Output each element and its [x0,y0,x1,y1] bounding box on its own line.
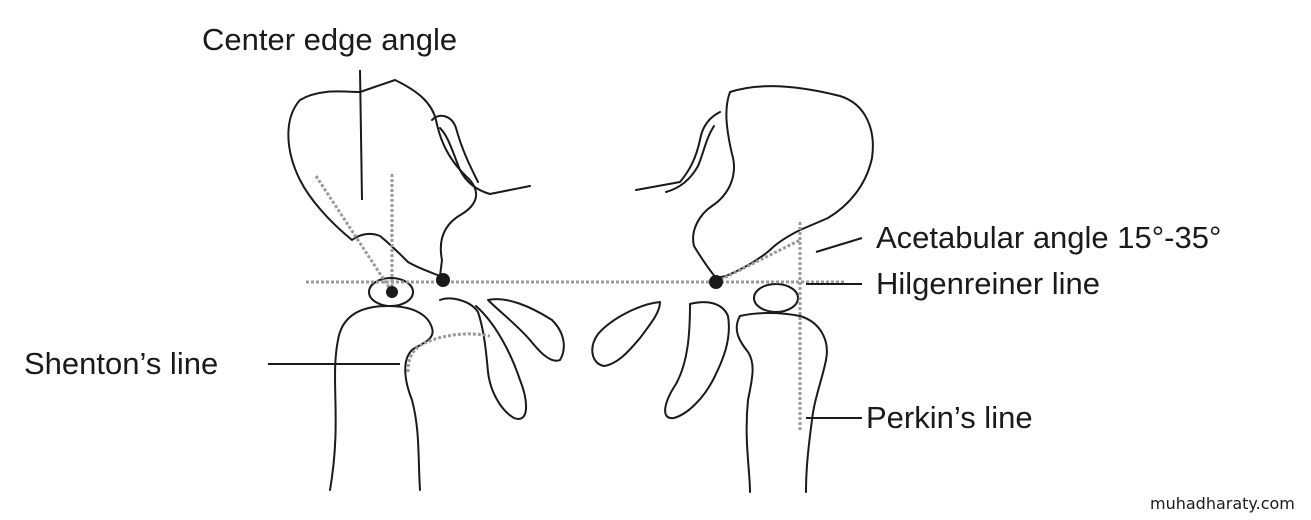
watermark: muhadharaty.com [1150,494,1295,513]
right-femoral-head [753,283,799,313]
acetabular-angle-label: Acetabular angle 15°-35° [876,220,1222,255]
left-femoral-head [368,277,414,307]
left-femoral-center-dot [386,286,398,298]
right-sacral-edge-inner [665,125,715,193]
hilgenreiner-line-label: Hilgenreiner line [876,266,1101,301]
right-ischium [664,301,730,420]
center-edge-oblique-guide [314,175,394,293]
left-sacral-edge-inner [439,127,531,195]
perkins-line-label: Perkin’s line [866,400,1033,435]
left-sacral-edge [431,114,479,183]
right-sacral-edge [635,111,721,191]
acetabular-angle-guide [715,238,801,284]
left-obturator [487,298,565,362]
right-triradiate-dot [709,275,723,289]
shentons-line-label: Shenton’s line [24,346,219,381]
left-triradiate-dot [436,273,450,287]
center-edge-leader [359,69,363,201]
right-femur [735,312,828,493]
acetabular-leader [815,237,863,253]
right-ilium [692,85,874,279]
left-femur [329,305,434,491]
left-ischium [439,297,527,420]
center-edge-angle-label: Center edge angle [202,22,458,57]
right-obturator [591,301,661,367]
shentons-guide [406,332,491,373]
